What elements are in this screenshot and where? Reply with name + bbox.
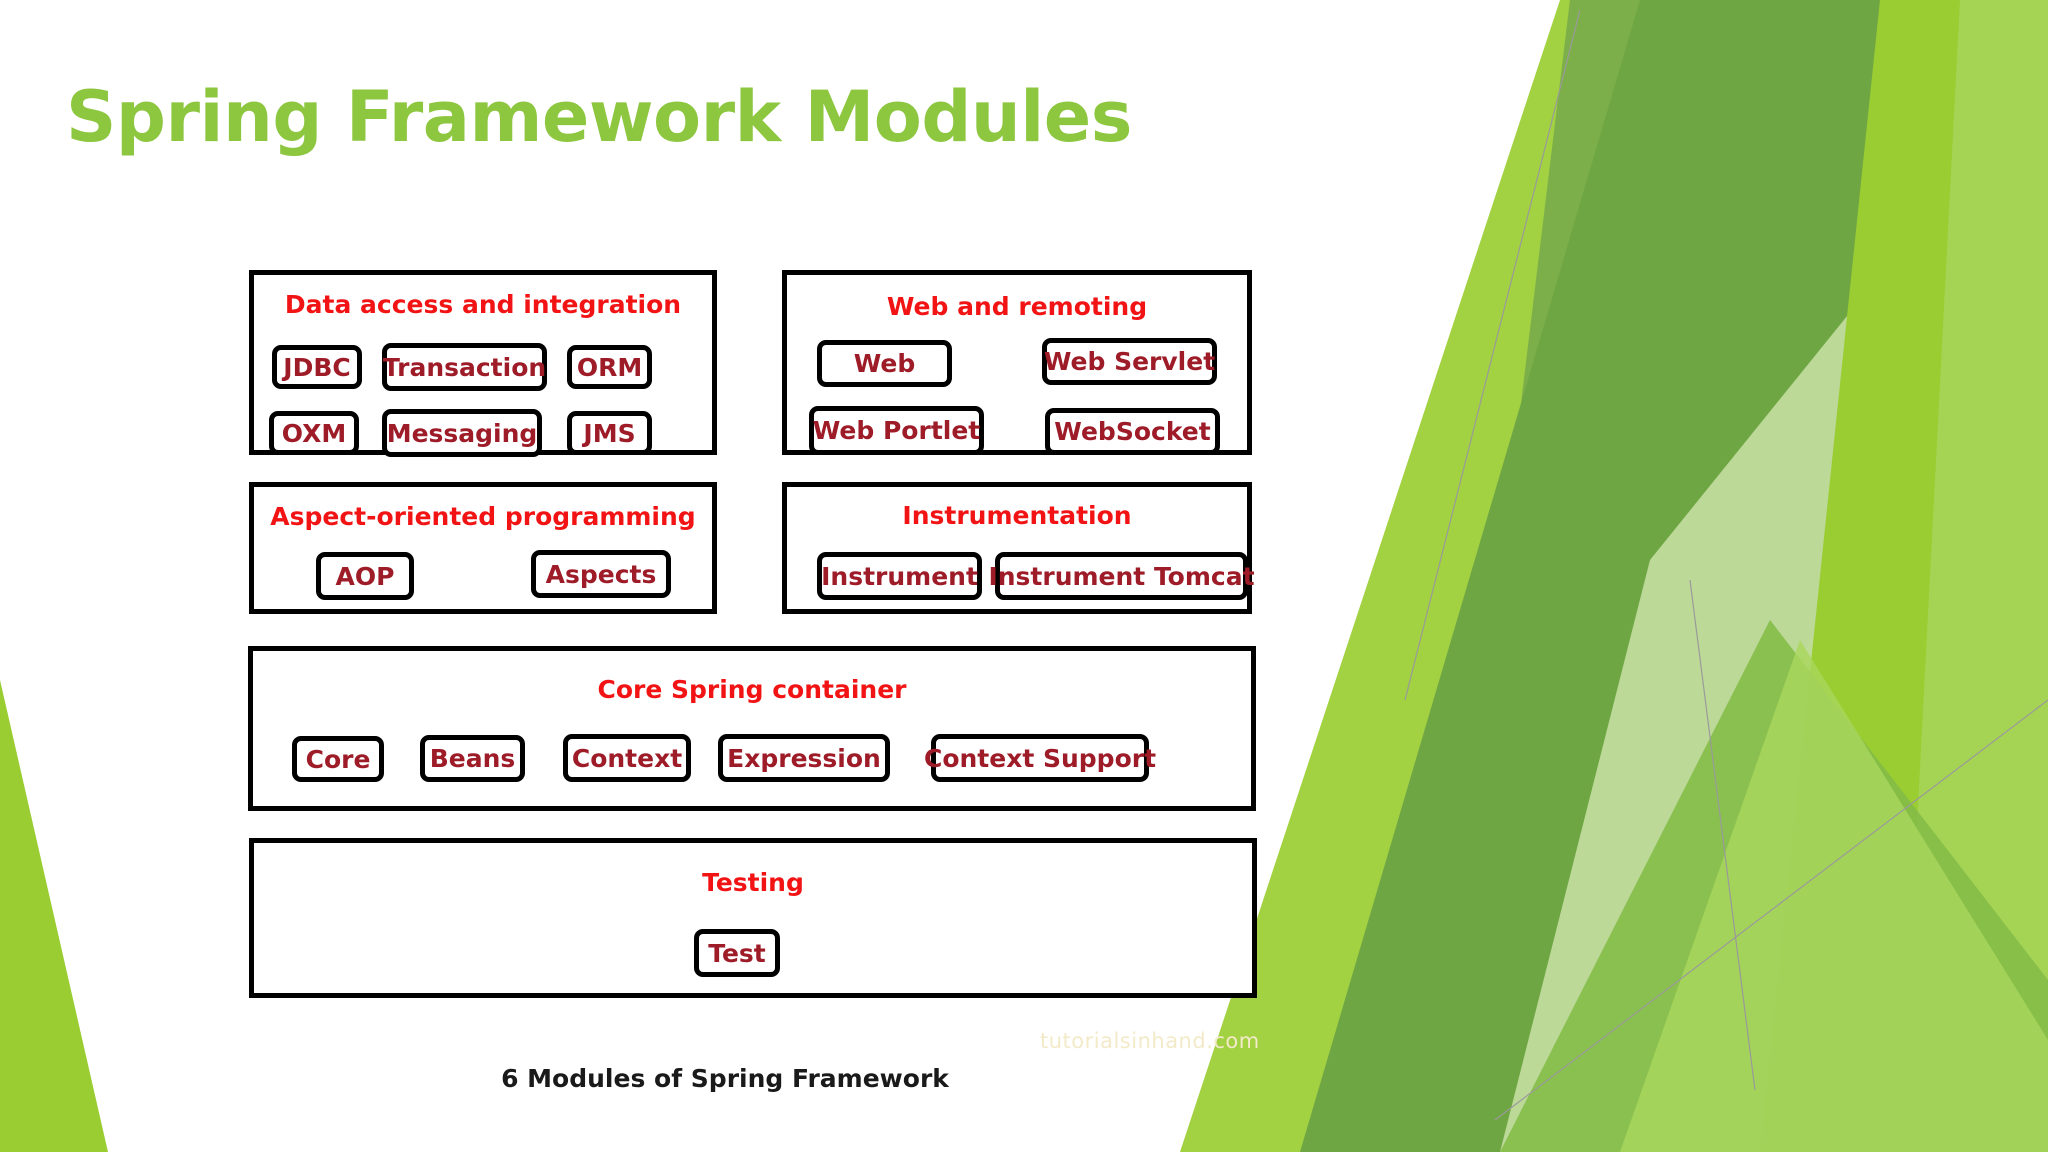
module-chip-aspects[interactable]: Aspects xyxy=(531,550,671,598)
page-title: Spring Framework Modules xyxy=(66,76,1132,158)
module-chip-jdbc[interactable]: JDBC xyxy=(272,345,362,389)
module-chip-jms[interactable]: JMS xyxy=(567,411,652,455)
module-title-aspect-oriented-programming: Aspect-oriented programming xyxy=(270,502,696,531)
module-chip-test[interactable]: Test xyxy=(694,929,780,977)
module-box-testing: Testing Test xyxy=(249,838,1257,998)
module-chip-web[interactable]: Web xyxy=(817,340,952,387)
module-chip-beans[interactable]: Beans xyxy=(420,735,525,782)
module-chip-messaging[interactable]: Messaging xyxy=(382,409,542,457)
module-chip-core[interactable]: Core xyxy=(292,736,384,782)
module-title-web-and-remoting: Web and remoting xyxy=(886,292,1148,321)
module-chip-web-servlet[interactable]: Web Servlet xyxy=(1042,338,1217,385)
module-chip-websocket[interactable]: WebSocket xyxy=(1045,408,1220,455)
module-box-core-spring-container: Core Spring container Core Beans Context… xyxy=(248,646,1256,811)
module-title-core-spring-container: Core Spring container xyxy=(597,675,907,704)
module-title-data-access-and-integration: Data access and integration xyxy=(284,290,682,319)
module-box-aspect-oriented-programming: Aspect-oriented programming AOP Aspects xyxy=(249,482,717,614)
module-title-testing: Testing xyxy=(702,868,804,897)
figure-caption: 6 Modules of Spring Framework xyxy=(501,1064,949,1093)
module-box-instrumentation: Instrumentation Instrument Instrument To… xyxy=(782,482,1255,614)
module-chip-orm[interactable]: ORM xyxy=(567,345,652,389)
module-chip-transaction[interactable]: Transaction xyxy=(382,343,547,391)
module-chip-web-portlet[interactable]: Web Portlet xyxy=(809,406,984,455)
module-chip-oxm[interactable]: OXM xyxy=(269,411,359,455)
module-chip-instrument-tomcat[interactable]: Instrument Tomcat xyxy=(988,552,1255,600)
module-chip-context-support[interactable]: Context Support xyxy=(924,734,1156,782)
watermark: tutorialsinhand.com xyxy=(1040,1029,1260,1053)
module-box-data-access-and-integration: Data access and integration JDBC Transac… xyxy=(249,270,717,457)
module-chip-context[interactable]: Context xyxy=(563,734,691,782)
module-chip-aop[interactable]: AOP xyxy=(316,552,414,600)
module-chip-instrument[interactable]: Instrument xyxy=(817,552,982,600)
module-box-web-and-remoting: Web and remoting Web Web Servlet Web Por… xyxy=(782,270,1252,455)
module-chip-expression[interactable]: Expression xyxy=(718,734,890,782)
module-title-instrumentation: Instrumentation xyxy=(902,501,1132,530)
